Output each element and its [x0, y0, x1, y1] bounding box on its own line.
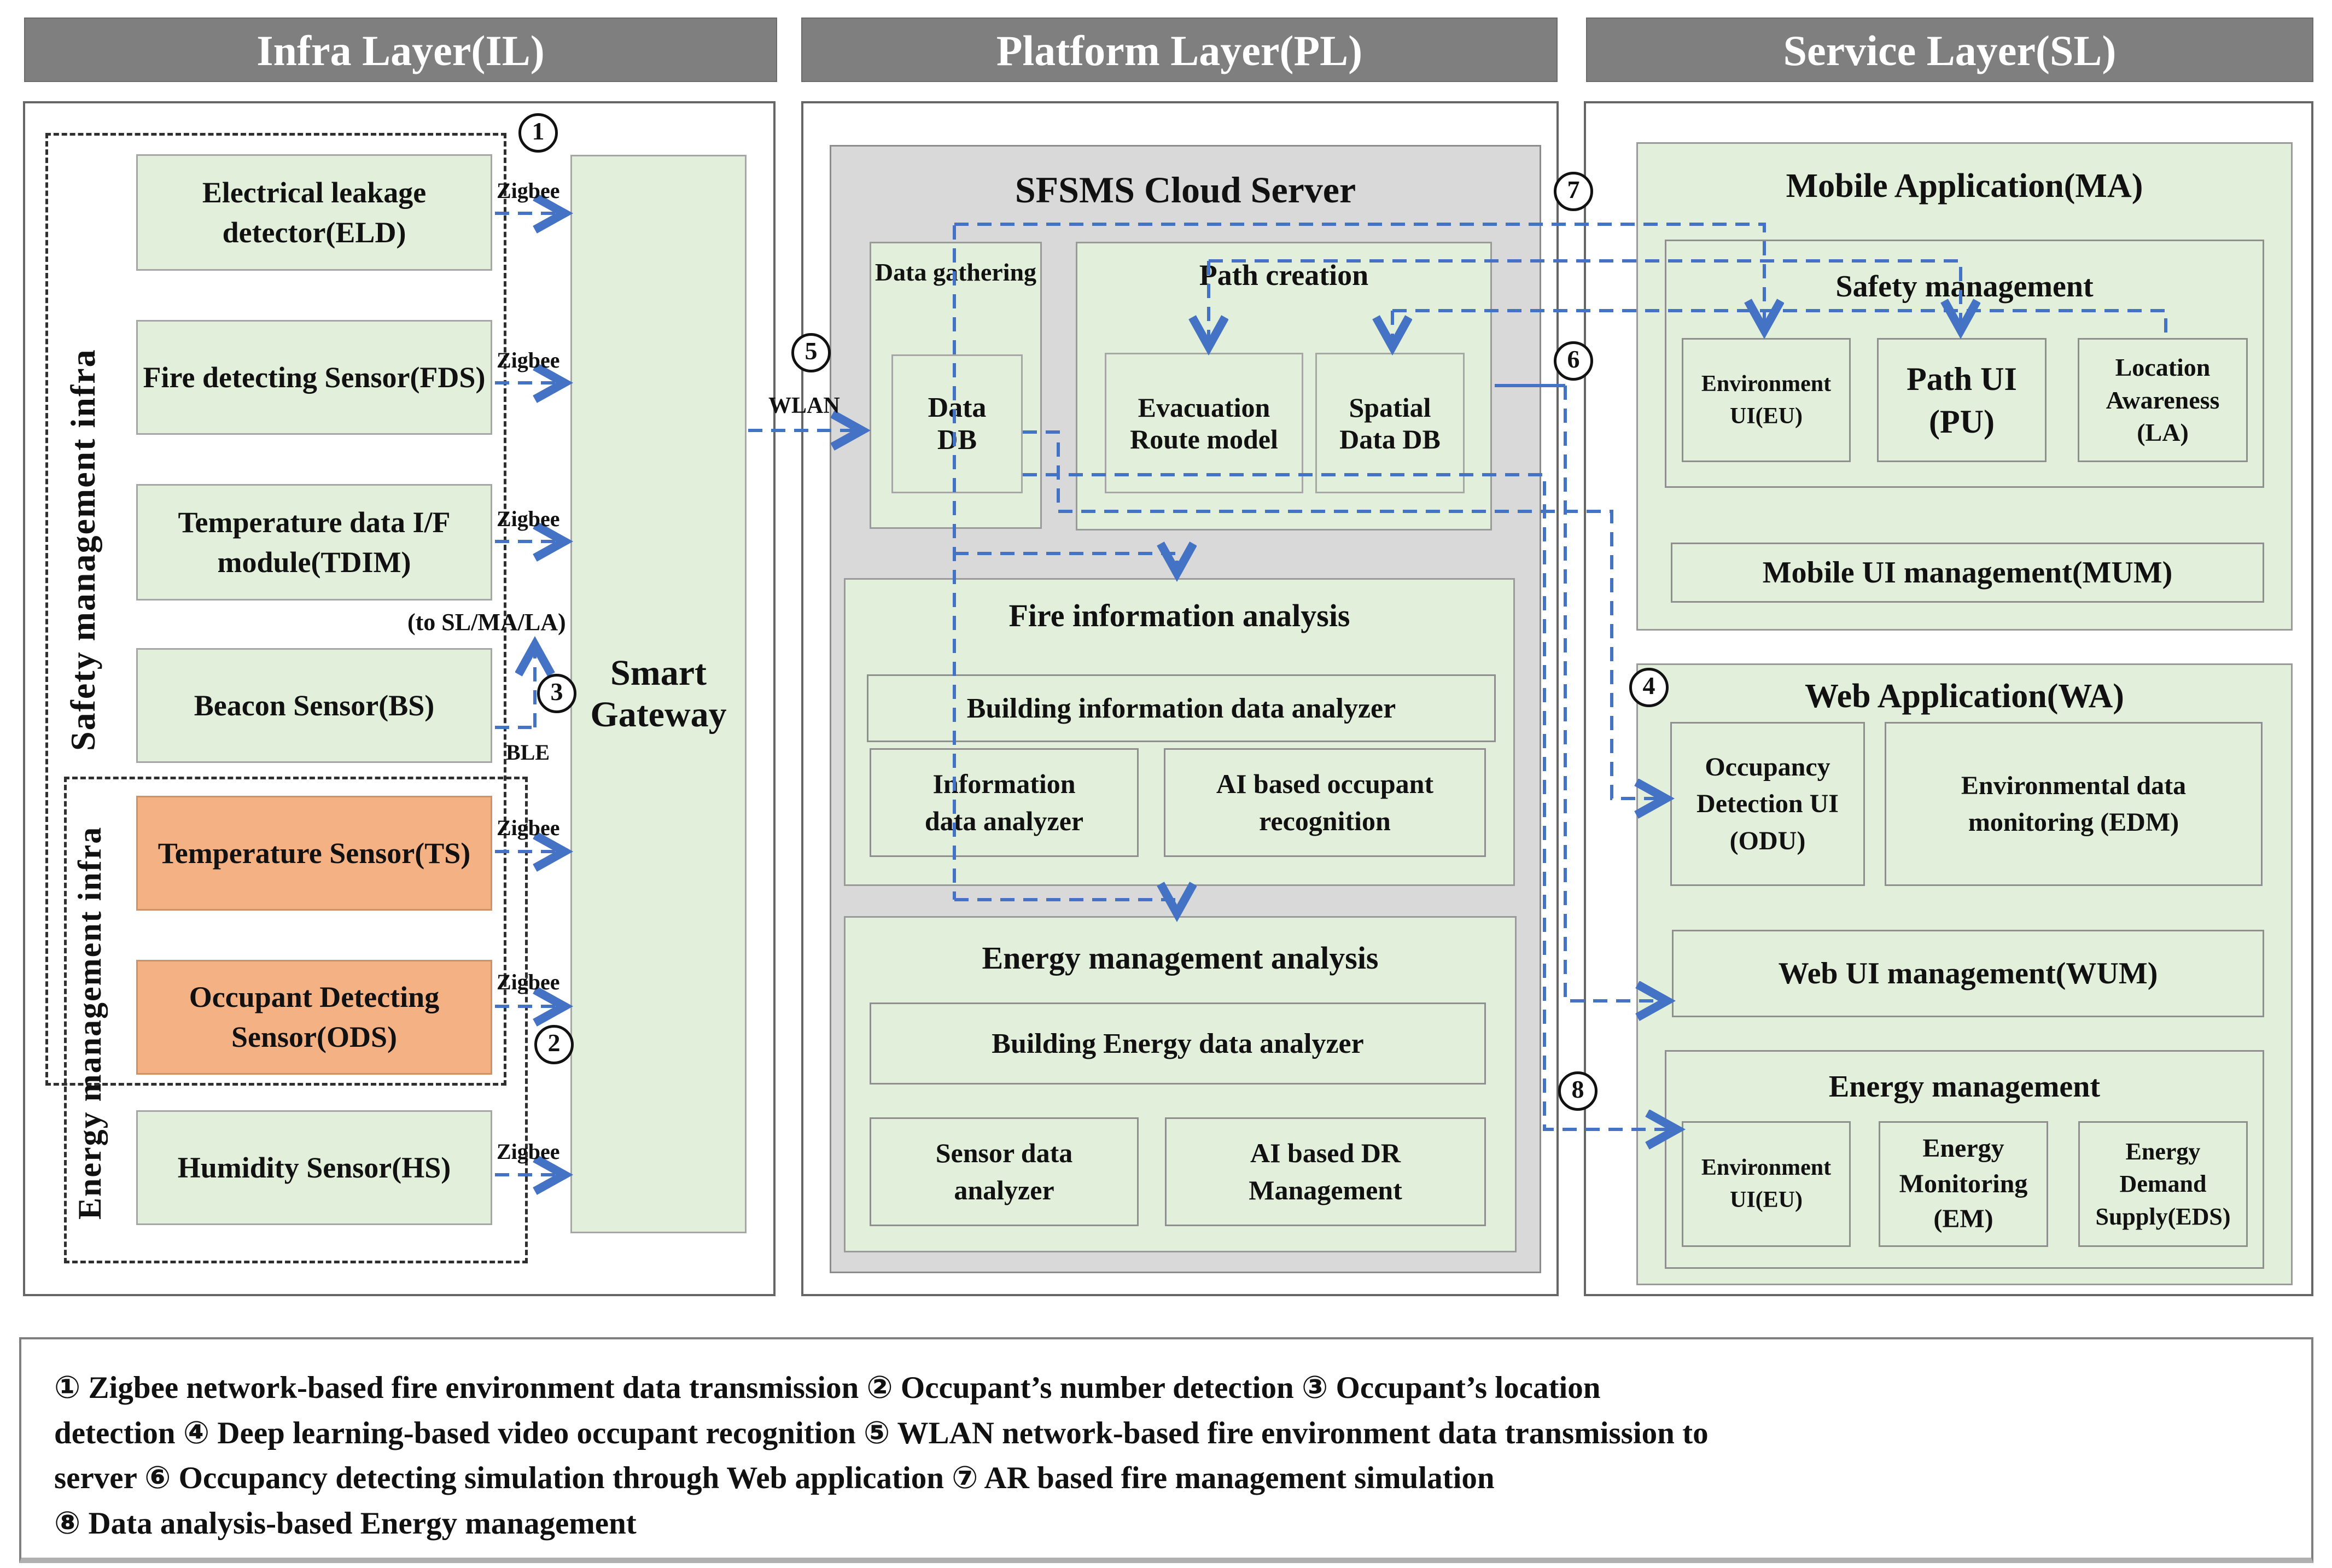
badge-1-icon: 1 [518, 113, 558, 153]
ai-dr-management: AI based DR Management [1165, 1117, 1486, 1226]
zigbee-label-fds: Zigbee [497, 348, 560, 372]
web-ui-mgmt-bar: Web UI management(WUM) [1672, 930, 2264, 1017]
energy-mgmt-box [1665, 1050, 2264, 1269]
sensor-fds: Fire detecting Sensor(FDS) [136, 320, 492, 435]
energy-mgmt-title: Energy management [1828, 1070, 2101, 1104]
building-info-analyzer: Building information data analyzer [867, 674, 1496, 742]
sensor-ts: Temperature Sensor(TS) [136, 796, 492, 911]
sensor-ods: Occupant Detecting Sensor(ODS) [136, 960, 492, 1075]
safety-mgmt-title: Safety management [1835, 270, 2094, 304]
path-creation-title: Path creation [1199, 259, 1369, 292]
badge-2-icon: 2 [534, 1025, 574, 1064]
sensor-eld: Electrical leakage detector(ELD) [136, 154, 492, 271]
data-db-box: Data DB [891, 354, 1023, 493]
service-layer-header: Service Layer(SL) [1586, 18, 2313, 82]
badge-5-icon: 5 [791, 333, 831, 372]
zigbee-label-ods: Zigbee [497, 970, 560, 994]
path-ui-box: Path UI (PU) [1877, 338, 2047, 462]
sensor-bs: Beacon Sensor(BS) [136, 648, 492, 763]
infra-layer-header: Infra Layer(IL) [24, 18, 777, 82]
sensor-hs: Humidity Sensor(HS) [136, 1110, 492, 1225]
mobile-ui-mgmt-bar: Mobile UI management(MUM) [1671, 543, 2264, 603]
smart-gateway: Smart Gateway [570, 155, 747, 1233]
zigbee-label-ts: Zigbee [497, 815, 560, 840]
mobile-app-title: Mobile Application(MA) [1786, 167, 2143, 205]
energy-monitoring-box: Energy Monitoring (EM) [1879, 1121, 2048, 1247]
energy-demand-supply-box: Energy Demand Supply(EDS) [2078, 1121, 2248, 1247]
env-data-monitoring-box: Environmental data monitoring (EDM) [1885, 722, 2263, 886]
zigbee-label-eld: Zigbee [497, 178, 560, 203]
energy-infra-label: Energy management infra [72, 826, 108, 1220]
building-energy-analyzer: Building Energy data analyzer [870, 1002, 1486, 1085]
legend-line-4: ⑧ Data analysis-based Energy management [54, 1506, 637, 1541]
safety-infra-label: Safety management infra [63, 348, 102, 751]
badge-8-icon: 8 [1558, 1071, 1598, 1111]
evacuation-route-box: Evacuation Route model [1105, 353, 1303, 493]
sfsms-title: SFSMS Cloud Server [1015, 169, 1356, 211]
spatial-db-box: Spatial Data DB [1315, 353, 1465, 493]
badge-7-icon: 7 [1554, 172, 1593, 211]
web-app-title: Web Application(WA) [1805, 678, 2124, 715]
legend-line-2: detection ④ Deep learning-based video oc… [54, 1415, 1709, 1450]
platform-layer-header: Platform Layer(PL) [801, 18, 1558, 82]
fire-analysis-title: Fire information analysis [1008, 598, 1350, 633]
location-awareness-box: Location Awareness (LA) [2078, 338, 2248, 462]
legend-box: ① Zigbee network-based fire environment … [19, 1337, 2313, 1563]
info-data-analyzer: Information data analyzer [870, 748, 1139, 857]
legend-line-3: server ⑥ Occupancy detecting simulation … [54, 1461, 1495, 1496]
data-gathering-title: Data gathering [874, 258, 1037, 286]
energy-infra-group [64, 777, 528, 1263]
zigbee-label-hs: Zigbee [497, 1139, 560, 1164]
ble-label-bs: BLE [506, 740, 550, 765]
to-sl-note: (to SL/MA/LA) [407, 609, 566, 636]
environment-ui-box: Environment UI(EU) [1682, 338, 1851, 462]
occupancy-detection-ui-box: Occupancy Detection UI (ODU) [1670, 722, 1865, 886]
safety-infra-group [45, 133, 506, 1086]
legend-line-1: ① Zigbee network-based fire environment … [54, 1371, 1601, 1405]
sensor-data-analyzer: Sensor data analyzer [870, 1117, 1139, 1226]
wlan-label: WLAN [768, 393, 840, 418]
safety-mgmt-box [1665, 240, 2264, 488]
zigbee-label-tdim: Zigbee [497, 506, 560, 531]
energy-analysis-title: Energy management analysis [982, 940, 1379, 976]
sensor-tdim: Temperature data I/F module(TDIM) [136, 484, 492, 601]
energy-environment-ui-box: Environment UI(EU) [1682, 1121, 1851, 1247]
badge-4-icon: 4 [1629, 668, 1669, 707]
badge-3-icon: 3 [537, 674, 576, 713]
badge-6-icon: 6 [1554, 341, 1593, 381]
ai-occupant-recognition: AI based occupant recognition [1164, 748, 1486, 857]
